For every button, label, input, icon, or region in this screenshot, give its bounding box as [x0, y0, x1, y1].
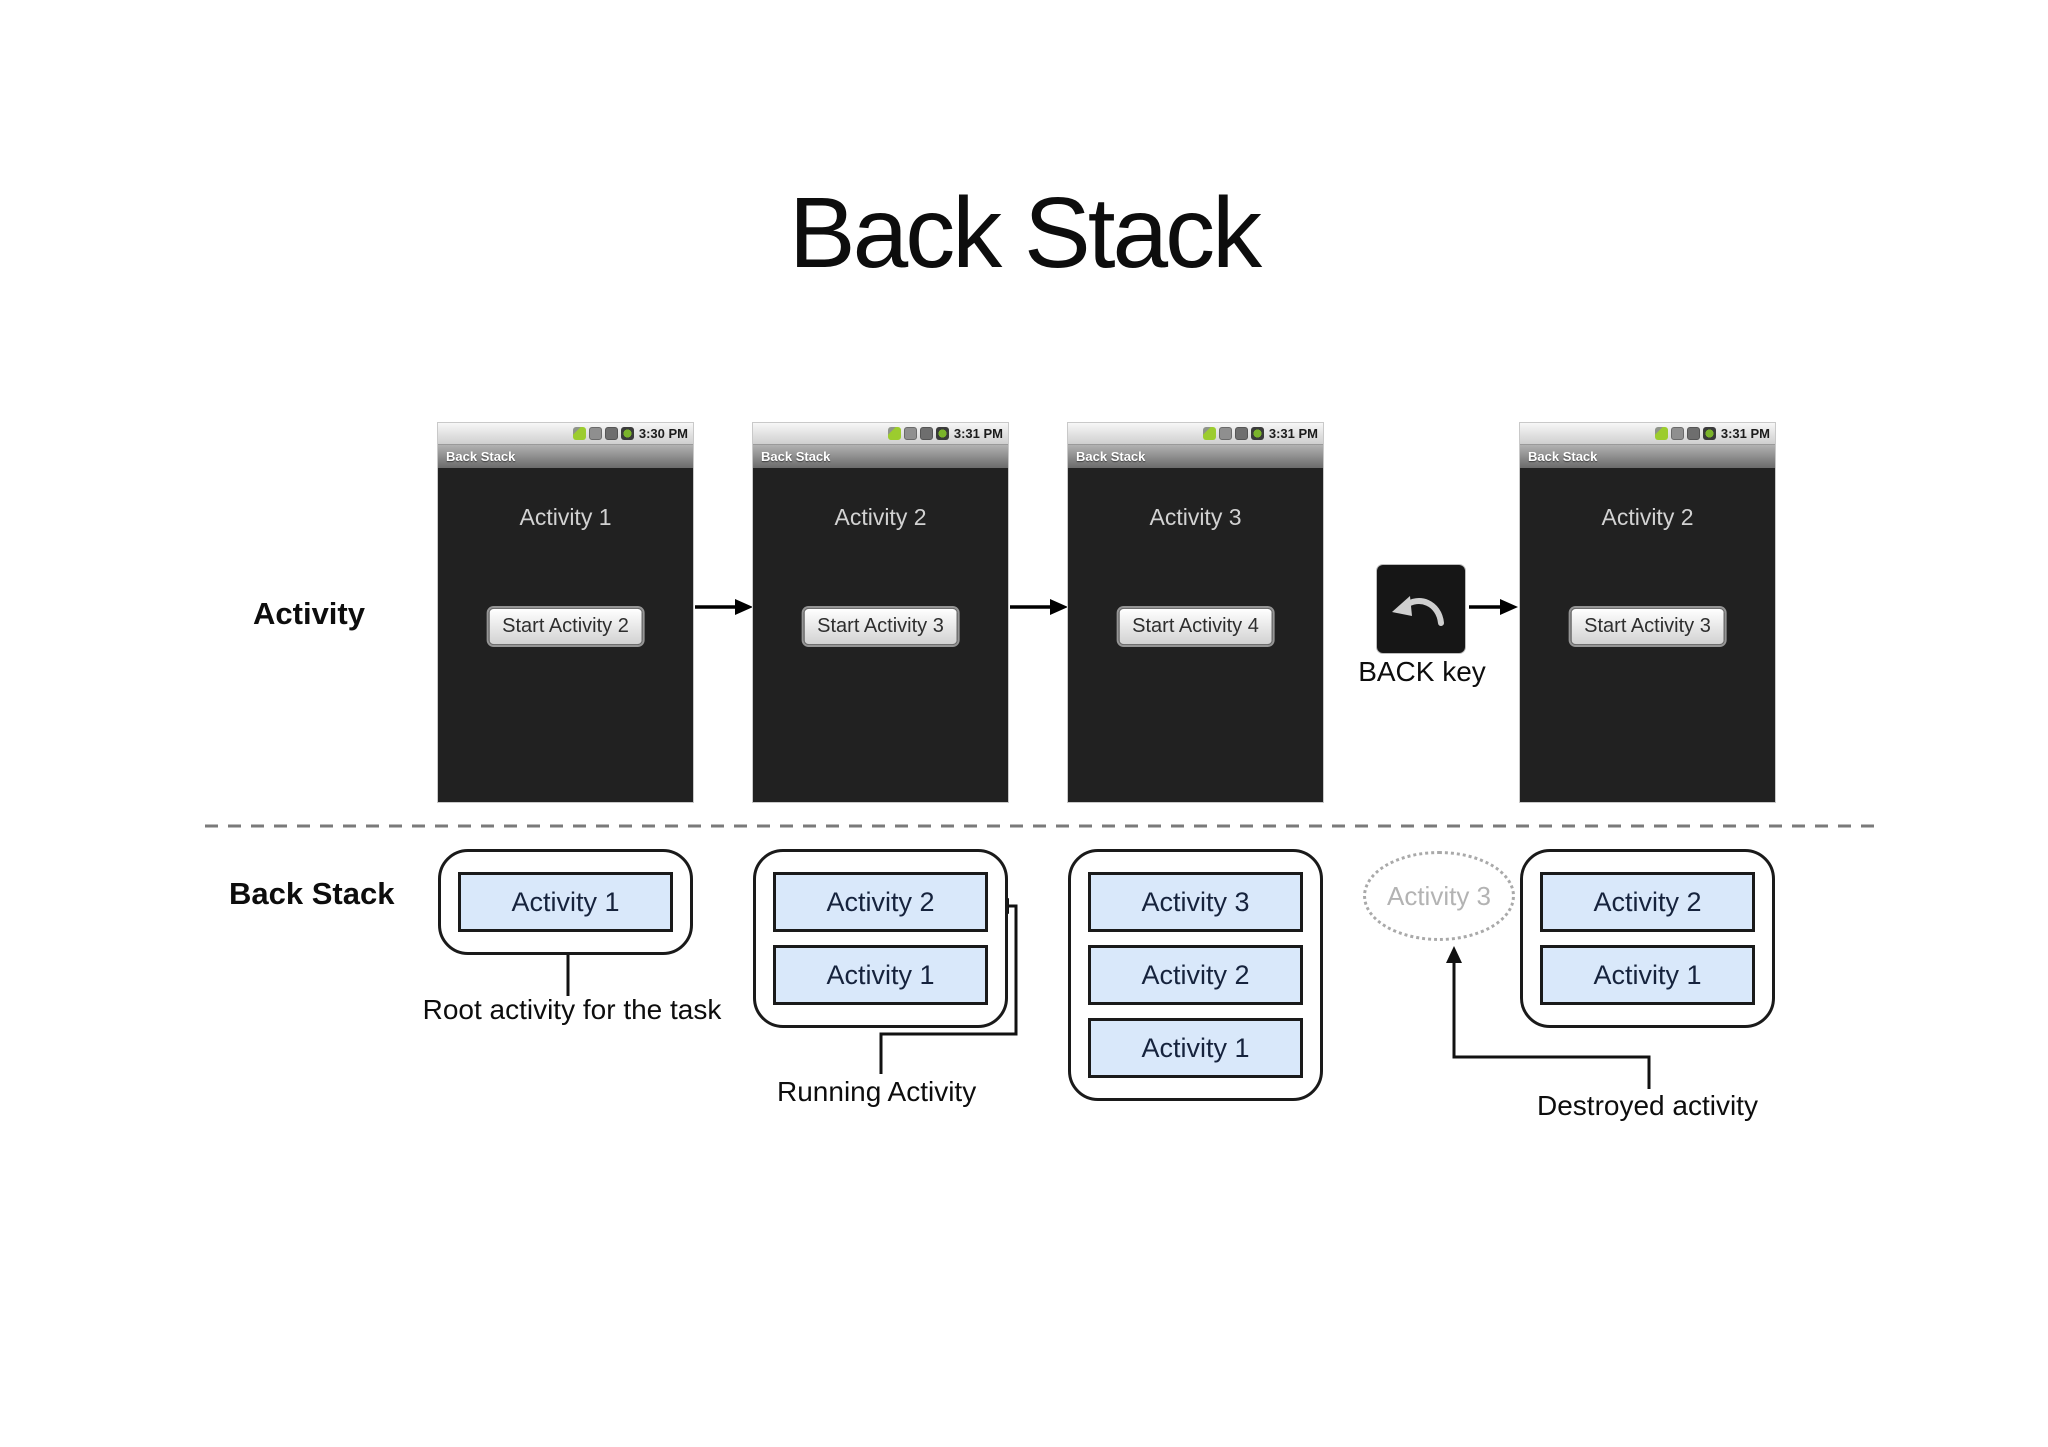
arrow-phone1-phone2	[735, 599, 753, 615]
stack-activity: Activity 1	[773, 945, 988, 1005]
activity-screen: Activity 2 Start Activity 3	[1520, 468, 1775, 802]
network-icon	[604, 427, 618, 440]
activity-name: Activity 1	[519, 504, 612, 530]
battery-icon	[1702, 427, 1716, 440]
stack-activity: Activity 2	[1540, 872, 1755, 932]
sdcard-icon	[1670, 427, 1684, 440]
page-title: Back Stack	[788, 177, 1262, 289]
stack-activity: Activity 2	[1088, 945, 1303, 1005]
phone-screen-2: 3:31 PM Back Stack Activity 2 Start Acti…	[753, 423, 1008, 802]
annotation-root-activity: Root activity for the task	[422, 994, 722, 1025]
usb-debug-icon	[887, 427, 901, 440]
start-activity-button[interactable]: Start Activity 3	[803, 608, 958, 645]
activity-screen: Activity 1 Start Activity 2	[438, 468, 693, 802]
phone-screen-4: 3:31 PM Back Stack Activity 2 Start Acti…	[1520, 423, 1775, 802]
stack-activity: Activity 3	[1088, 872, 1303, 932]
app-title-bar: Back Stack	[1520, 445, 1775, 468]
app-title-bar: Back Stack	[753, 445, 1008, 468]
sdcard-icon	[1218, 427, 1232, 440]
status-bar: 3:31 PM	[753, 423, 1008, 445]
destroyed-activity-cloud: Activity 3	[1363, 851, 1515, 941]
phone-screen-1: 3:30 PM Back Stack Activity 1 Start Acti…	[438, 423, 693, 802]
network-icon	[1234, 427, 1248, 440]
status-bar: 3:31 PM	[1520, 423, 1775, 445]
stack-activity: Activity 2	[773, 872, 988, 932]
activity-name: Activity 2	[1601, 504, 1694, 530]
battery-icon	[620, 427, 634, 440]
stack-activity: Activity 1	[458, 872, 673, 932]
battery-icon	[935, 427, 949, 440]
sdcard-icon	[588, 427, 602, 440]
phone-screen-3: 3:31 PM Back Stack Activity 3 Start Acti…	[1068, 423, 1323, 802]
activity-screen: Activity 2 Start Activity 3	[753, 468, 1008, 802]
usb-debug-icon	[572, 427, 586, 440]
status-bar: 3:31 PM	[1068, 423, 1323, 445]
battery-icon	[1250, 427, 1264, 440]
activity-screen: Activity 3 Start Activity 4	[1068, 468, 1323, 802]
back-stack-task-3: Activity 3 Activity 2 Activity 1	[1068, 849, 1323, 1101]
stack-activity: Activity 1	[1540, 945, 1755, 1005]
annotation-destroyed-activity: Destroyed activity	[1537, 1090, 1758, 1121]
app-title-bar: Back Stack	[438, 445, 693, 468]
network-icon	[919, 427, 933, 440]
undo-arrow-icon	[1392, 596, 1444, 626]
arrow-destroyed-activity	[1446, 946, 1462, 963]
start-activity-button[interactable]: Start Activity 4	[1118, 608, 1273, 645]
network-icon	[1686, 427, 1700, 440]
activity-name: Activity 3	[1149, 504, 1242, 530]
back-stack-task-4: Activity 2 Activity 1	[1520, 849, 1775, 1028]
start-activity-button[interactable]: Start Activity 3	[1570, 608, 1725, 645]
arrow-backkey-phone4	[1500, 599, 1518, 615]
arrow-phone2-phone3	[1050, 599, 1068, 615]
back-key-label: BACK key	[1358, 656, 1486, 687]
back-stack-task-2: Activity 2 Activity 1	[753, 849, 1008, 1028]
activity-name: Activity 2	[834, 504, 927, 530]
usb-debug-icon	[1202, 427, 1216, 440]
status-time: 3:31 PM	[953, 426, 1003, 441]
row-label-activity: Activity	[253, 596, 365, 631]
status-time: 3:31 PM	[1720, 426, 1770, 441]
sdcard-icon	[903, 427, 917, 440]
back-stack-task-1: Activity 1	[438, 849, 693, 955]
usb-debug-icon	[1654, 427, 1668, 440]
start-activity-button[interactable]: Start Activity 2	[488, 608, 643, 645]
row-label-back-stack: Back Stack	[229, 876, 395, 911]
back-key-button[interactable]	[1377, 565, 1465, 653]
status-time: 3:30 PM	[638, 426, 688, 441]
status-time: 3:31 PM	[1268, 426, 1318, 441]
app-title-bar: Back Stack	[1068, 445, 1323, 468]
annotation-running-activity: Running Activity	[777, 1076, 977, 1107]
stack-activity: Activity 1	[1088, 1018, 1303, 1078]
status-bar: 3:30 PM	[438, 423, 693, 445]
